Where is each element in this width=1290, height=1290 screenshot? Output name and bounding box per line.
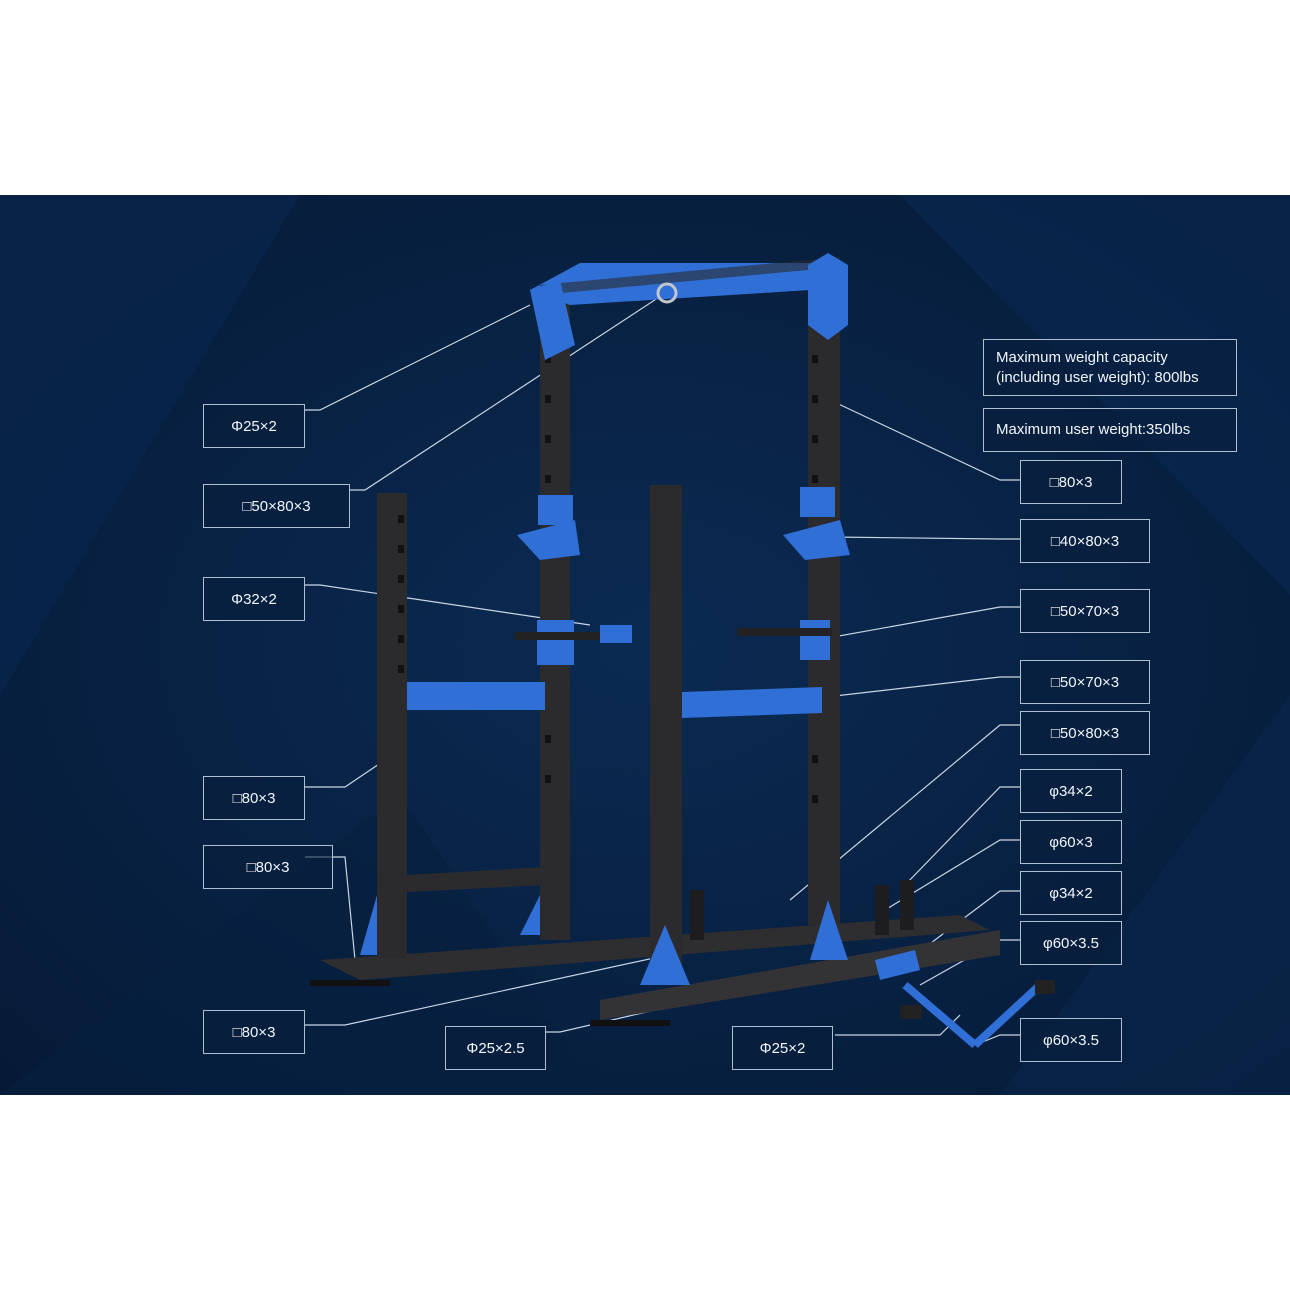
spec-label-pullup-bar: Φ25×2 [203, 404, 305, 448]
spec-label-top-crossbar: □50×80×3 [203, 484, 350, 528]
max-capacity-line1: Maximum weight capacity [996, 349, 1168, 366]
spec-label-plate-holder-1: φ34×2 [1020, 769, 1122, 813]
spec-label-j-hook: □40×80×3 [1020, 519, 1150, 563]
spec-label-landmine-arm: φ60×3.5 [1020, 1018, 1122, 1062]
max-user-note: Maximum user weight:350lbs [983, 408, 1237, 452]
max-capacity-note: Maximum weight capacity (including user … [983, 339, 1237, 396]
power-rack-illustration [305, 253, 1055, 1049]
spec-label-landmine-pin: Φ25×2 [732, 1026, 833, 1070]
spec-label-storage-peg: Φ25×2.5 [445, 1026, 546, 1070]
spec-label-front-upright: □80×3 [203, 776, 305, 820]
spec-label-side-crossbar: □50×70×3 [1020, 660, 1150, 704]
spec-label-base-rail: □80×3 [203, 1010, 305, 1054]
max-user-text: Maximum user weight:350lbs [996, 421, 1191, 438]
spec-label-landmine-sleeve: φ60×3.5 [1020, 921, 1122, 965]
max-capacity-line2: (including user weight): 800lbs [996, 369, 1199, 386]
spec-label-dip-bracket: □50×70×3 [1020, 589, 1150, 633]
spec-label-plate-holder-2: φ34×2 [1020, 871, 1122, 915]
spec-label-plate-sleeve-1: φ60×3 [1020, 820, 1122, 864]
spec-label-dip-handle: Φ32×2 [203, 577, 305, 621]
spec-label-base-crossmember: □50×80×3 [1020, 711, 1150, 755]
spec-label-rear-upright: □80×3 [1020, 460, 1122, 504]
spec-label-left-base: □80×3 [203, 845, 333, 889]
